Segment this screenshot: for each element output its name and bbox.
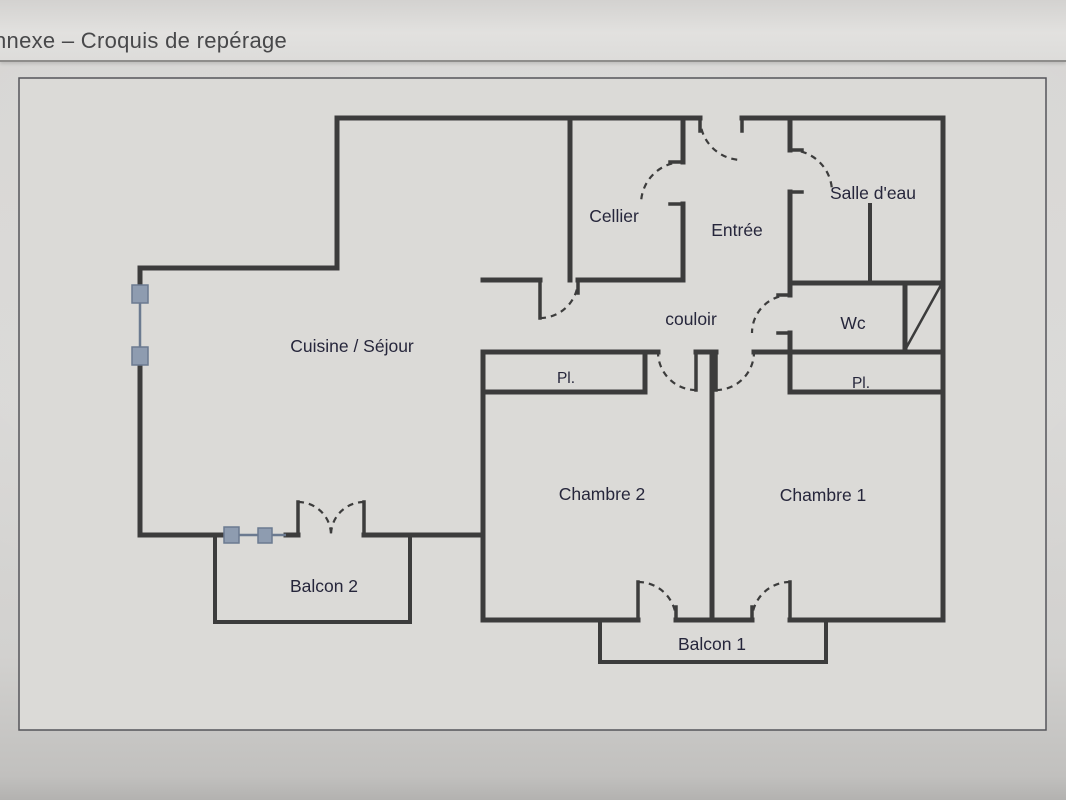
room-label-placard-chambre2: Pl. (557, 370, 575, 387)
windows (131, 284, 286, 544)
south-window-pane-left (223, 526, 240, 544)
room-label-entree: Entrée (711, 220, 763, 240)
page-header: nnexe – Croquis de repérage (0, 0, 1066, 62)
inner-walls-path (480, 115, 946, 623)
room-label-chambre1: Chambre 1 (780, 485, 867, 505)
room-labels: Cellier Entrée Salle d'eau couloir Wc Cu… (290, 183, 916, 654)
balcony-walls (213, 533, 828, 664)
room-label-salle-deau: Salle d'eau (830, 183, 916, 203)
room-label-placard-chambre1: Pl. (852, 375, 870, 392)
salle-deau-door-arc (789, 148, 834, 193)
walls (137, 115, 946, 623)
balcon2-wall-path (213, 533, 412, 624)
left-window-pane-top (131, 284, 149, 304)
page-title: nnexe – Croquis de repérage (0, 28, 288, 53)
duct-diagonal-line (903, 283, 943, 352)
drawing-frame (18, 77, 1047, 731)
entrance-door-arc (698, 117, 743, 162)
balcon1-wall-path (598, 618, 828, 664)
room-label-cuisine-sejour: Cuisine / Séjour (290, 336, 414, 356)
drawing-border (18, 77, 1047, 731)
room-label-couloir: couloir (665, 309, 717, 329)
left-window-pane-bottom (131, 346, 149, 366)
french-door-right-arc (329, 500, 365, 536)
room-label-cellier: Cellier (589, 206, 639, 226)
fixtures (868, 203, 943, 352)
cellier-door-arc (639, 160, 684, 205)
south-window-pane-right (257, 527, 273, 544)
room-label-wc: Wc (840, 313, 866, 333)
room-label-balcon2: Balcon 2 (290, 576, 358, 596)
room-label-balcon1: Balcon 1 (678, 634, 746, 654)
room-label-chambre2: Chambre 2 (559, 484, 646, 504)
door-arcs (297, 117, 834, 621)
